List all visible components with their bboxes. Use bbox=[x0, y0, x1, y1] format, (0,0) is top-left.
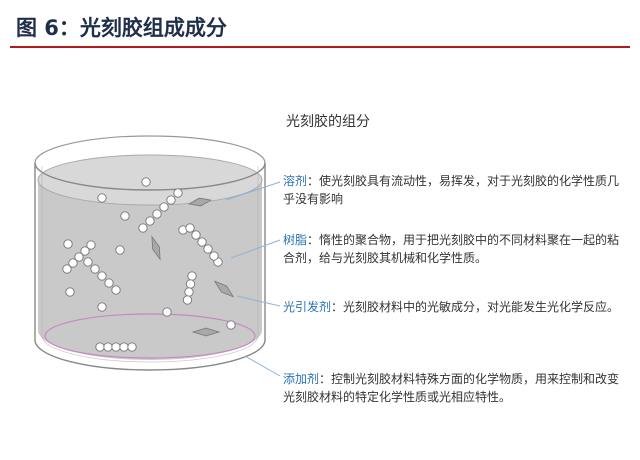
solvent-particle bbox=[226, 320, 236, 330]
component-description: 使光刻胶具有流动性，易挥发，对于光刻胶的化学性质几乎没有影响 bbox=[283, 174, 620, 206]
resin-chain bbox=[182, 295, 193, 305]
resin-chain bbox=[185, 279, 196, 289]
liquid-fill bbox=[38, 155, 262, 360]
resin-chain bbox=[103, 342, 113, 352]
resin-chain bbox=[152, 209, 162, 219]
beaker-wall bbox=[34, 163, 266, 371]
component-term: 添加剂 bbox=[283, 372, 320, 386]
photoinitiator-shard bbox=[191, 327, 221, 337]
resin-chain bbox=[111, 342, 121, 352]
solvent-particle bbox=[115, 245, 125, 255]
resin-chain bbox=[127, 342, 137, 352]
leader-photoinitiator bbox=[236, 295, 281, 307]
component-photoinitiator: 光引发剂：光刻胶材料中的光敏成分，对光能发生光化学反应。 bbox=[283, 300, 620, 314]
leader-additive bbox=[244, 355, 281, 377]
resin-chain bbox=[74, 252, 84, 262]
bottom-ring bbox=[44, 313, 256, 359]
resin-chain bbox=[185, 223, 195, 233]
particles bbox=[62, 177, 236, 352]
component-description: 光刻胶材料中的光敏成分，对光能发生光化学反应。 bbox=[343, 300, 620, 314]
resin-chain bbox=[209, 251, 219, 261]
resin-chain bbox=[86, 240, 96, 250]
resin-chain bbox=[145, 216, 155, 226]
resin-chain bbox=[80, 246, 90, 256]
resin-chain bbox=[203, 244, 213, 254]
resin-chain bbox=[111, 285, 121, 295]
diagram-title: 光刻胶的组分 bbox=[286, 114, 370, 130]
leader-solvent bbox=[225, 181, 281, 201]
resin-chain bbox=[159, 202, 169, 212]
resin-chain bbox=[138, 223, 148, 233]
component-description: 控制光刻胶材料特殊方面的化学物质，用来控制和改变光刻胶材料的特定化学性质或光相应… bbox=[283, 372, 620, 404]
resin-chain bbox=[173, 188, 183, 198]
resin-chain bbox=[62, 264, 72, 274]
photoinitiator-shard bbox=[213, 280, 235, 298]
resin-chain bbox=[83, 257, 93, 267]
solvent-particle bbox=[120, 211, 130, 221]
solvent-particle bbox=[63, 239, 73, 249]
component-term: 树脂 bbox=[283, 233, 308, 247]
photoinitiator-shard bbox=[188, 197, 212, 207]
component-term: 溶剂 bbox=[283, 174, 308, 188]
resin-chain bbox=[197, 237, 207, 247]
resin-chain bbox=[104, 278, 114, 288]
solvent-particle bbox=[97, 193, 107, 203]
beaker-rim bbox=[34, 162, 266, 191]
solvent-particle bbox=[162, 307, 172, 317]
leader-resin bbox=[230, 239, 281, 259]
photoinitiator-shard bbox=[151, 235, 161, 261]
component-resin: 树脂：惰性的聚合物，用于把光刻胶中的不同材料聚在一起的粘合剂，给与光刻胶其机械和… bbox=[283, 233, 620, 265]
resin-chain bbox=[187, 271, 197, 281]
component-description: 惰性的聚合物，用于把光刻胶中的不同材料聚在一起的粘合剂，给与光刻胶其机械和化学性… bbox=[283, 233, 620, 265]
resin-chain bbox=[68, 258, 78, 268]
resin-chain bbox=[97, 271, 107, 281]
component-solvent: 溶剂：使光刻胶具有流动性，易挥发，对于光刻胶的化学性质几乎没有影响 bbox=[283, 174, 620, 206]
component-term: 光引发剂 bbox=[283, 300, 332, 314]
title-rule bbox=[10, 46, 630, 48]
resin-chain bbox=[166, 195, 176, 205]
figure-title: 图 6：光刻胶组成成分 bbox=[16, 16, 227, 40]
resin-chain bbox=[119, 342, 129, 352]
resin-chain bbox=[95, 342, 105, 352]
solvent-particle bbox=[65, 287, 75, 297]
resin-chain bbox=[90, 264, 100, 274]
solvent-particle bbox=[97, 302, 107, 312]
component-additive: 添加剂：控制光刻胶材料特殊方面的化学物质，用来控制和改变光刻胶材料的特定化学性质… bbox=[283, 372, 620, 404]
solvent-particle bbox=[141, 177, 151, 187]
resin-chain bbox=[191, 230, 201, 240]
resin-chain bbox=[184, 287, 194, 297]
